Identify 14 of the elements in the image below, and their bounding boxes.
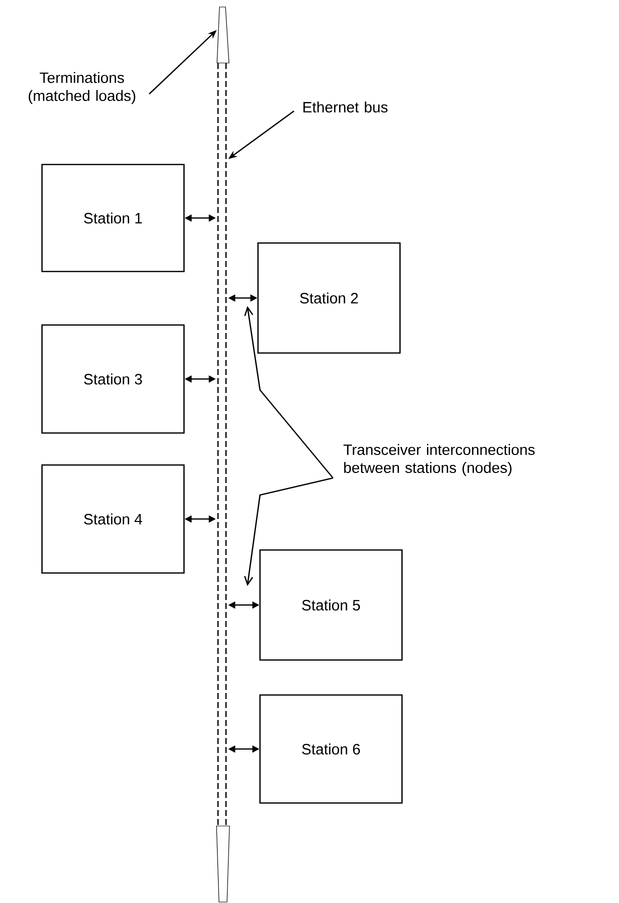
station-box: Station 4 — [41, 464, 185, 574]
station-box: Station 3 — [41, 324, 185, 434]
callout-text: Ethernet bus — [303, 102, 388, 112]
station-box: Station 1 — [41, 164, 185, 272]
station-box: Station 2 — [257, 242, 401, 354]
station-box: Station 6 — [259, 694, 403, 804]
leader-arrow — [244, 306, 334, 478]
station-box: Station 5 — [259, 549, 403, 661]
leader-arrow — [244, 477, 334, 586]
callout-text: Terminations (matched loads) — [28, 72, 136, 104]
callout-text: Transceiver interconnections between stations (nodes) — [344, 444, 535, 476]
termination-drawing — [216, 6, 230, 64]
ethernet-bus-drawing — [217, 63, 227, 827]
termination-drawing — [216, 826, 230, 902]
